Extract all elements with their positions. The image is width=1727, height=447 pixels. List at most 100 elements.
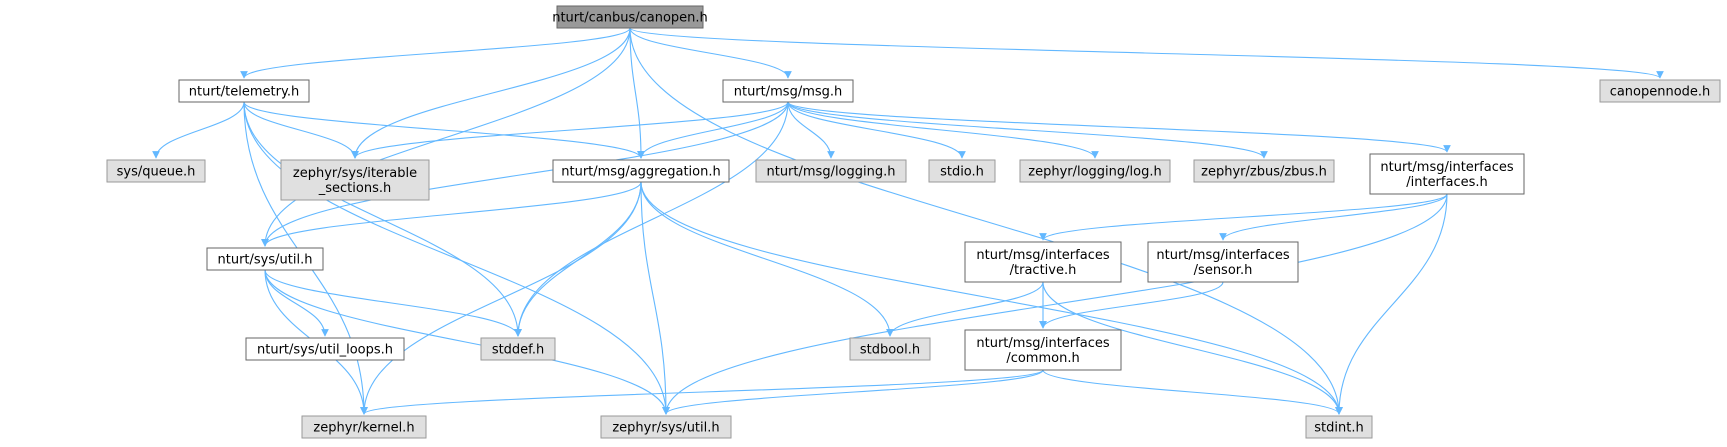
- node-iterable-label: zephyr/sys/iterable: [293, 166, 417, 181]
- node-aggregation[interactable]: nturt/msg/aggregation.h: [552, 159, 730, 183]
- edge-msg-to-aggregation: [637, 101, 789, 159]
- edge-aggregation-to-zutil: [640, 181, 670, 415]
- node-common-box: [964, 329, 1122, 371]
- node-stdint-label: stdint.h: [1314, 421, 1363, 436]
- node-logging-box: [755, 159, 907, 183]
- edge-aggregation-to-kernel: [360, 181, 642, 415]
- node-zlog-label: zephyr/logging/log.h: [1028, 165, 1161, 180]
- edge-canopen-to-iterable: [351, 27, 631, 159]
- node-stddef: stddef.h: [480, 337, 556, 361]
- node-queue: sys/queue.h: [106, 159, 206, 183]
- edge-msg-to-logging: [787, 101, 835, 159]
- edge-util-to-zutil: [264, 269, 670, 415]
- edge-interfaces-to-stdint: [1335, 193, 1448, 415]
- node-aggregation-label: nturt/msg/aggregation.h: [561, 165, 721, 180]
- node-canopen[interactable]: nturt/canbus/canopen.h: [552, 5, 708, 29]
- node-common-label: /common.h: [1006, 351, 1079, 366]
- edge-msg-to-interfaces: [787, 101, 1451, 153]
- node-msg-label: nturt/msg/msg.h: [734, 85, 843, 100]
- node-zutil-box: [600, 415, 732, 439]
- edge-common-to-stdint: [1042, 369, 1343, 415]
- edge-interfaces-to-sensor: [1219, 193, 1448, 241]
- node-telemetry[interactable]: nturt/telemetry.h: [178, 79, 310, 103]
- node-kernel-box: [301, 415, 427, 439]
- node-stddef-box: [480, 337, 556, 361]
- node-iterable: zephyr/sys/iterable_sections.h: [280, 159, 430, 201]
- node-tractive[interactable]: nturt/msg/interfaces/tractive.h: [964, 241, 1122, 283]
- node-util[interactable]: nturt/sys/util.h: [206, 247, 324, 271]
- edge-msg-to-zbus: [787, 101, 1268, 159]
- node-kernel: zephyr/kernel.h: [301, 415, 427, 439]
- edge-telemetry-to-aggregation: [243, 101, 645, 159]
- node-sensor[interactable]: nturt/msg/interfaces/sensor.h: [1147, 241, 1299, 283]
- node-canopen-box: [556, 5, 704, 29]
- node-logging: nturt/msg/logging.h: [755, 159, 907, 183]
- node-logging-label: nturt/msg/logging.h: [766, 165, 895, 180]
- edge-telemetry-to-stddef: [243, 101, 522, 337]
- edge-tractive-to-stdbool: [886, 281, 1044, 337]
- node-zbus-box: [1193, 159, 1335, 183]
- node-kernel-label: zephyr/kernel.h: [313, 421, 414, 436]
- node-zlog: zephyr/logging/log.h: [1019, 159, 1171, 183]
- node-iterable-label: _sections.h: [318, 181, 391, 196]
- edge-canopen-to-telemetry: [240, 27, 631, 79]
- node-stdio-label: stdio.h: [940, 165, 984, 180]
- node-stdio-box: [928, 159, 996, 183]
- node-zbus: zephyr/zbus/zbus.h: [1193, 159, 1335, 183]
- edge-telemetry-to-zutil: [243, 101, 670, 415]
- edge-aggregation-to-util: [261, 181, 642, 247]
- node-zbus-label: zephyr/zbus/zbus.h: [1201, 165, 1327, 180]
- node-zlog-box: [1019, 159, 1171, 183]
- node-msg[interactable]: nturt/msg/msg.h: [722, 79, 854, 103]
- node-sensor-label: /sensor.h: [1194, 263, 1253, 278]
- node-telemetry-label: nturt/telemetry.h: [189, 85, 299, 100]
- node-tractive-label: /tractive.h: [1010, 263, 1077, 278]
- edge-msg-to-iterable: [351, 101, 789, 159]
- node-interfaces-label: /interfaces.h: [1406, 175, 1488, 190]
- node-sensor-label: nturt/msg/interfaces: [1156, 248, 1289, 263]
- edge-canopen-to-util: [261, 27, 631, 247]
- node-stdbool-box: [849, 337, 931, 361]
- nodes: nturt/canbus/canopen.h nturt/telemetry.h n…: [106, 5, 1721, 439]
- node-queue-box: [106, 159, 206, 183]
- edge-interfaces-to-tractive: [1039, 193, 1448, 241]
- edge-canopen-to-canopennode: [629, 27, 1664, 79]
- node-msg-box: [722, 79, 854, 103]
- edge-common-to-zutil: [662, 369, 1044, 415]
- node-common-label: nturt/msg/interfaces: [976, 336, 1109, 351]
- edge-util-to-stddef: [264, 269, 522, 337]
- node-interfaces[interactable]: nturt/msg/interfaces/interfaces.h: [1369, 153, 1525, 195]
- node-stdbool: stdbool.h: [849, 337, 931, 361]
- edge-msg-to-stdio: [787, 101, 966, 159]
- edge-sensor-to-common: [1039, 281, 1224, 329]
- node-interfaces-label: nturt/msg/interfaces: [1380, 160, 1513, 175]
- node-canopennode-box: [1599, 79, 1721, 103]
- node-zutil: zephyr/sys/util.h: [600, 415, 732, 439]
- node-canopen-label: nturt/canbus/canopen.h: [552, 11, 708, 26]
- edge-aggregation-to-stdbool: [640, 181, 894, 337]
- edge-canopen-to-aggregation: [629, 27, 645, 159]
- edge-telemetry-to-iterable: [243, 101, 359, 159]
- edge-canopen-to-msg: [629, 27, 792, 79]
- node-utilloops[interactable]: nturt/sys/util_loops.h: [245, 337, 405, 361]
- edge-interfaces-to-zutil: [662, 193, 1448, 415]
- node-common[interactable]: nturt/msg/interfaces/common.h: [964, 329, 1122, 371]
- node-stdint-box: [1305, 415, 1373, 439]
- node-telemetry-box: [178, 79, 310, 103]
- edge-canopen-to-stdint: [629, 27, 1343, 415]
- node-stdint: stdint.h: [1305, 415, 1373, 439]
- edge-msg-to-stddef: [514, 101, 789, 337]
- node-stddef-label: stddef.h: [492, 343, 544, 358]
- edge-aggregation-to-stdint: [640, 181, 1343, 415]
- node-stdbool-label: stdbool.h: [860, 343, 920, 358]
- node-canopennode: canopennode.h: [1599, 79, 1721, 103]
- edge-msg-to-zlog: [787, 101, 1099, 159]
- node-aggregation-box: [552, 159, 730, 183]
- node-queue-label: sys/queue.h: [117, 165, 196, 180]
- node-iterable-box: [280, 159, 430, 201]
- node-utilloops-label: nturt/sys/util_loops.h: [257, 343, 393, 358]
- edges: [152, 27, 1664, 415]
- node-stdio: stdio.h: [928, 159, 996, 183]
- edge-tractive-to-stdint: [1042, 281, 1343, 415]
